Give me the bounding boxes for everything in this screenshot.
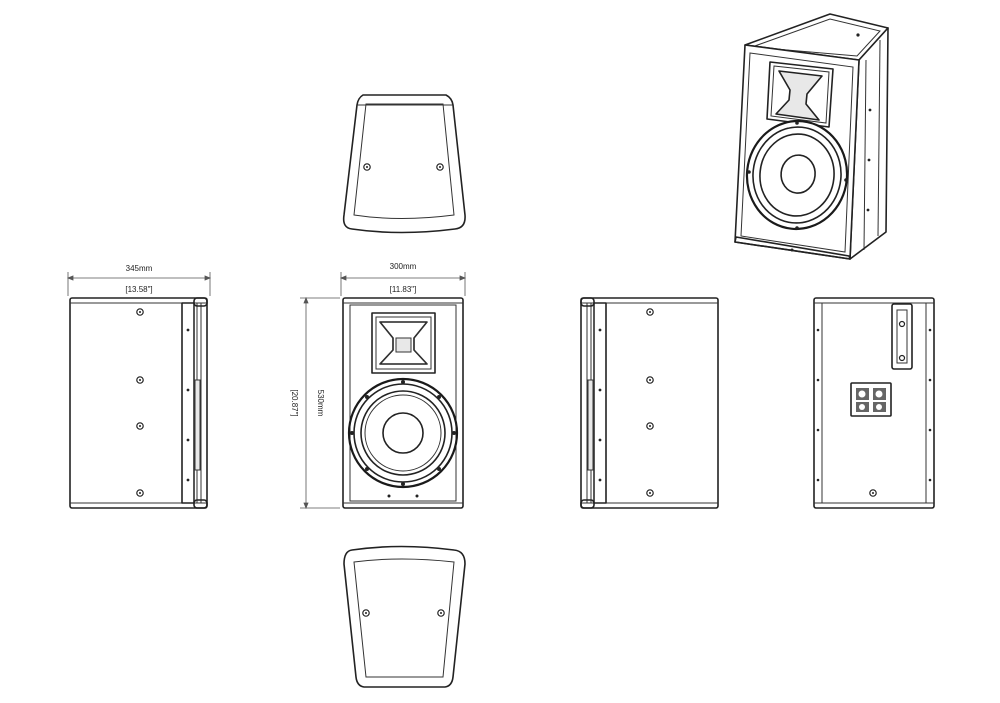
width-in-label: [11.83"] — [390, 285, 417, 294]
front-view — [300, 272, 467, 510]
right-side-view — [580, 297, 719, 509]
rear-view — [813, 297, 935, 509]
width-mm-label: 300mm — [390, 262, 417, 271]
left-side-view — [66, 272, 212, 509]
depth-in-label: [13.58"] — [125, 285, 152, 294]
top-view — [342, 94, 466, 234]
height-mm-label: 530mm — [316, 390, 325, 417]
depth-mm-label: 345mm — [126, 264, 153, 273]
perspective-view — [734, 13, 889, 260]
height-in-label: [20.87"] — [290, 389, 299, 416]
bottom-view — [343, 545, 466, 688]
